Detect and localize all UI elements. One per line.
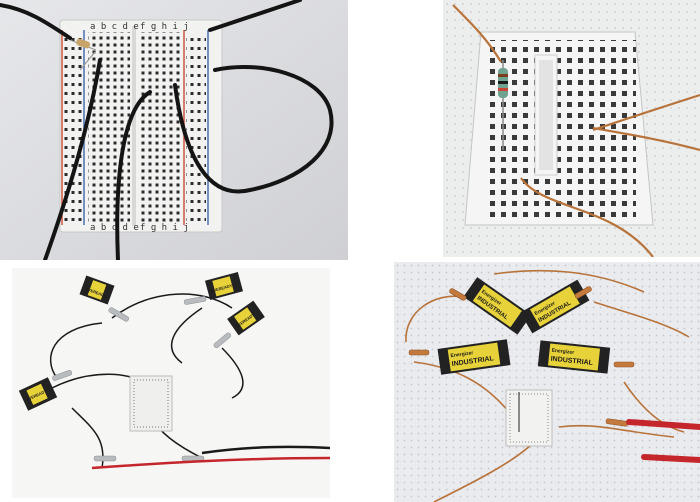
mini-breadboard bbox=[505, 389, 553, 447]
battery-2-label: EVEREADY bbox=[210, 283, 233, 294]
photo-batteries-series-circuit: EVEREADY EVEREADY EVEREADY EVEREADY bbox=[12, 268, 330, 498]
photo-mini-breadboard-copper-wires bbox=[443, 0, 700, 257]
breadboard-bottom-letters-left: a b c d e bbox=[90, 223, 139, 233]
energizer-battery-3: Energizer INDUSTRIAL bbox=[437, 339, 511, 375]
breadboard-scene: a b c d e f g h i j a b c d e f g h i j bbox=[0, 0, 348, 260]
copper-wires bbox=[452, 4, 700, 257]
resistor bbox=[69, 38, 97, 71]
mini-breadboard bbox=[464, 31, 654, 226]
multimeter-probes bbox=[626, 419, 700, 463]
photo-energizer-batteries-circuit: Energizer INDUSTRIAL Energizer INDUSTRIA… bbox=[394, 262, 700, 502]
photo-breadboard-black-wires: a b c d e f g h i j a b c d e f g h i j bbox=[0, 0, 348, 260]
energizer-battery-4: Energizer INDUSTRIAL bbox=[537, 340, 611, 374]
battery-4-brand: Energizer bbox=[551, 348, 574, 356]
breadboard: a b c d e f g h i j a b c d e f g h i j bbox=[59, 19, 223, 233]
battery-4-label: INDUSTRIAL bbox=[550, 356, 594, 367]
breadboard-top-letters-left: a b c d e bbox=[90, 22, 139, 32]
battery-circuit-scene: EVEREADY EVEREADY EVEREADY EVEREADY bbox=[12, 268, 330, 498]
mini-breadboard bbox=[129, 375, 173, 432]
copper-wires bbox=[405, 269, 690, 502]
battery-2: EVEREADY bbox=[204, 271, 244, 301]
battery-3: EVEREADY bbox=[227, 300, 265, 336]
battery-3-brand: Energizer bbox=[450, 350, 473, 359]
battery-4: EVEREADY bbox=[18, 377, 58, 411]
black-wires bbox=[0, 0, 334, 260]
breadboard-bottom-letters-right: f g h i j bbox=[140, 223, 189, 233]
resistor bbox=[498, 60, 508, 150]
alligator-clips bbox=[52, 296, 232, 462]
energizer-circuit-scene: Energizer INDUSTRIAL Energizer INDUSTRIA… bbox=[394, 262, 700, 502]
breadboard-top-letters-right: f g h i j bbox=[140, 22, 189, 32]
mini-breadboard-scene bbox=[443, 0, 700, 257]
battery-1: EVEREADY bbox=[79, 275, 115, 305]
probe-leads bbox=[91, 445, 330, 470]
